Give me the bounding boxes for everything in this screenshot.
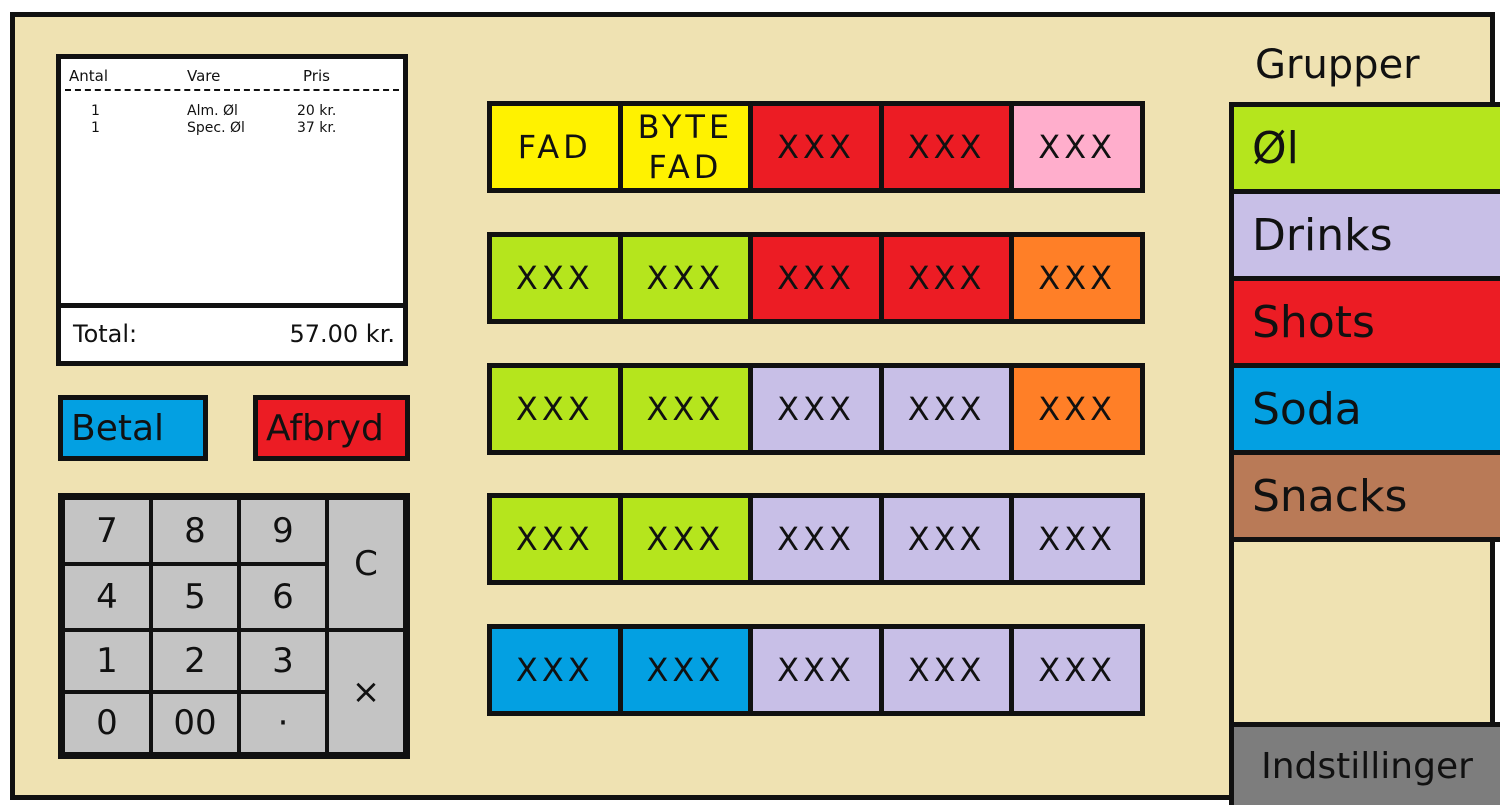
product-button[interactable]: XXX <box>753 237 879 319</box>
qty-column-header: Antal <box>69 67 109 85</box>
key-2[interactable]: 2 <box>151 630 239 692</box>
receipt-divider <box>65 89 399 91</box>
line-price: 37 kr. <box>297 120 337 136</box>
receipt-header: Antal Vare Pris <box>61 63 403 91</box>
product-button[interactable]: XXX <box>492 629 618 711</box>
group-snacks[interactable]: Snacks <box>1234 455 1500 542</box>
group-shots[interactable]: Shots <box>1234 281 1500 368</box>
product-button[interactable]: XXX <box>883 368 1010 450</box>
product-button[interactable]: XXX <box>1014 237 1140 319</box>
cancel-button[interactable]: Afbryd <box>253 395 410 461</box>
key-4[interactable]: 4 <box>63 564 151 630</box>
product-button[interactable]: XXX <box>753 368 879 450</box>
product-button-label: BYTE FAD <box>637 108 734 186</box>
pos-window: Antal Vare Pris 1 Alm. Øl 20 kr. 1 Spec.… <box>10 12 1500 805</box>
product-row: XXX XXX XXX XXX XXX <box>487 493 1145 585</box>
product-button[interactable]: FAD <box>492 106 618 188</box>
receipt-total: Total: 57.00 kr. <box>61 303 403 361</box>
product-button[interactable]: XXX <box>492 368 618 450</box>
product-button[interactable]: XXX <box>753 629 879 711</box>
price-column-header: Pris <box>303 67 330 85</box>
group-ol[interactable]: Øl <box>1234 107 1500 194</box>
product-button[interactable]: XXX <box>883 237 1010 319</box>
product-button[interactable]: XXX <box>883 106 1010 188</box>
product-button[interactable]: XXX <box>622 368 749 450</box>
total-value: 57.00 kr. <box>289 320 395 348</box>
groups-title: Grupper <box>1255 42 1420 88</box>
product-button[interactable]: XXX <box>1014 629 1140 711</box>
key-5[interactable]: 5 <box>151 564 239 630</box>
line-qty: 1 <box>91 103 100 119</box>
key-1[interactable]: 1 <box>63 630 151 692</box>
key-9[interactable]: 9 <box>239 498 327 564</box>
receipt-panel: Antal Vare Pris 1 Alm. Øl 20 kr. 1 Spec.… <box>56 54 408 366</box>
numeric-keypad: 7 8 9 C 4 5 6 1 2 3 × 0 00 · <box>58 493 410 759</box>
line-item: Alm. Øl <box>187 103 238 119</box>
product-button[interactable]: XXX <box>1014 106 1140 188</box>
product-row: XXX XXX XXX XXX XXX <box>487 624 1145 716</box>
key-8[interactable]: 8 <box>151 498 239 564</box>
product-button[interactable]: XXX <box>492 498 618 580</box>
product-row: FAD BYTE FAD XXX XXX XXX <box>487 101 1145 193</box>
group-soda[interactable]: Soda <box>1234 368 1500 455</box>
total-label: Total: <box>73 320 138 348</box>
key-00[interactable]: 00 <box>151 692 239 754</box>
receipt-line[interactable]: 1 Alm. Øl 20 kr. <box>61 103 403 120</box>
product-button[interactable]: XXX <box>883 498 1010 580</box>
multiply-key[interactable]: × <box>327 630 405 754</box>
key-3[interactable]: 3 <box>239 630 327 692</box>
product-button[interactable]: XXX <box>1014 498 1140 580</box>
product-button[interactable]: BYTE FAD <box>622 106 749 188</box>
pay-button[interactable]: Betal <box>58 395 208 461</box>
line-price: 20 kr. <box>297 103 337 119</box>
product-button[interactable]: XXX <box>883 629 1010 711</box>
key-7[interactable]: 7 <box>63 498 151 564</box>
item-column-header: Vare <box>187 67 221 85</box>
product-button[interactable]: XXX <box>753 106 879 188</box>
product-row: XXX XXX XXX XXX XXX <box>487 232 1145 324</box>
line-qty: 1 <box>91 120 100 136</box>
product-button[interactable]: XXX <box>753 498 879 580</box>
decimal-key[interactable]: · <box>239 692 327 754</box>
key-6[interactable]: 6 <box>239 564 327 630</box>
key-0[interactable]: 0 <box>63 692 151 754</box>
receipt-lines: 1 Alm. Øl 20 kr. 1 Spec. Øl 37 kr. <box>61 103 403 137</box>
product-button[interactable]: XXX <box>492 237 618 319</box>
product-button[interactable]: XXX <box>622 629 749 711</box>
product-button[interactable]: XXX <box>622 498 749 580</box>
line-item: Spec. Øl <box>187 120 245 136</box>
groups-panel: Øl Drinks Shots Soda Snacks Indstillinge… <box>1229 102 1500 805</box>
clear-key[interactable]: C <box>327 498 405 630</box>
product-button[interactable]: XXX <box>1014 368 1140 450</box>
settings-button[interactable]: Indstillinger <box>1234 722 1500 805</box>
product-button[interactable]: XXX <box>622 237 749 319</box>
product-row: XXX XXX XXX XXX XXX <box>487 363 1145 455</box>
receipt-line[interactable]: 1 Spec. Øl 37 kr. <box>61 120 403 137</box>
group-drinks[interactable]: Drinks <box>1234 194 1500 281</box>
